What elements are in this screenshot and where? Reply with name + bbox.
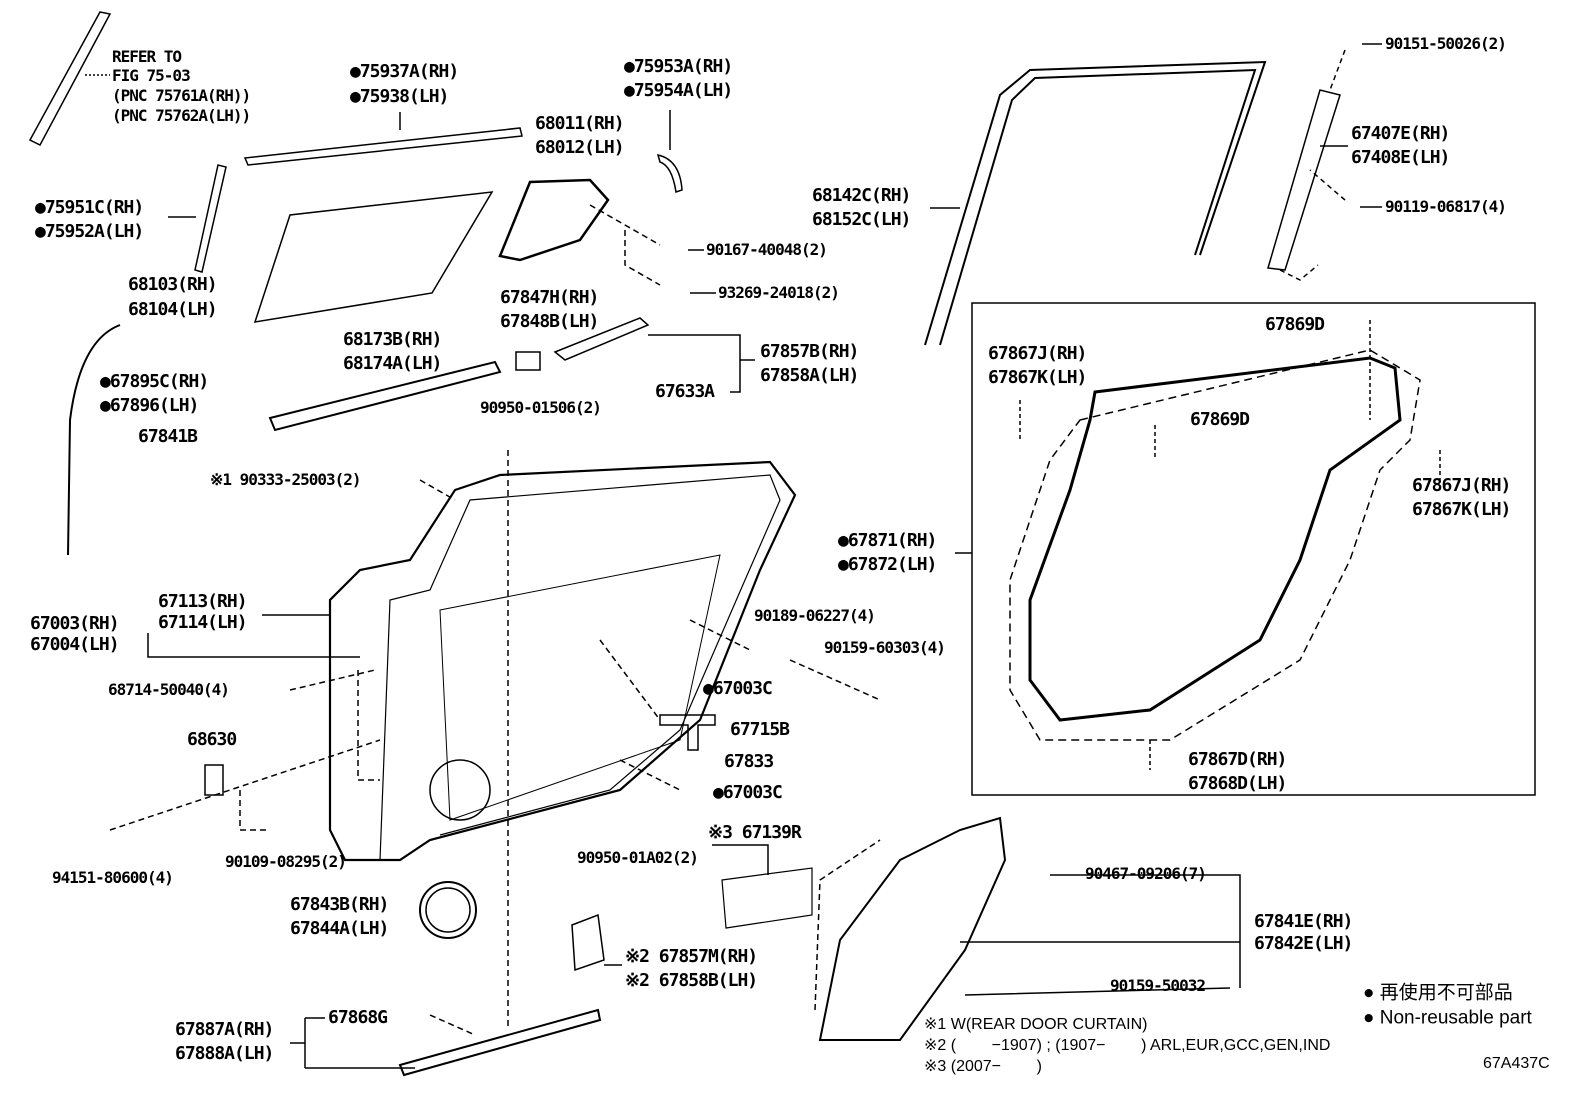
door-service-hole-cover-part	[818, 816, 1007, 1041]
part-label: 67867K(LH)	[988, 367, 1087, 388]
reference-note-line: REFER TO	[112, 47, 182, 66]
service-hole-cover-part	[419, 881, 477, 939]
part-label: 67888A(LH)	[175, 1043, 274, 1064]
pillar-garnish-part	[28, 11, 112, 146]
part-label: 67847H(RH)	[500, 287, 599, 308]
part-label: 68012(LH)	[535, 137, 625, 158]
legend-non-reusable-en: ● Non-reusable part	[1363, 1007, 1532, 1029]
part-label: 67407E(RH)	[1351, 123, 1450, 144]
part-label: ●67003C	[703, 678, 773, 699]
part-label: 67848B(LH)	[500, 311, 599, 332]
part-label: 67843B(RH)	[290, 894, 389, 915]
part-label: ●67871(RH)	[838, 530, 937, 551]
part-label: ●67003C	[713, 782, 783, 803]
run-channel-part	[268, 360, 502, 432]
legend-non-reusable-jp: ● 再使用不可部品	[1363, 982, 1513, 1004]
reference-note-line: (PNC 75762A(LH))	[112, 106, 251, 125]
footnote-3: ※3 (2007− )	[924, 1058, 1042, 1075]
part-label: 90151-50026(2)	[1385, 34, 1507, 53]
part-label: 90950-01A02(2)	[577, 848, 699, 867]
part-label: 90167-40048(2)	[706, 240, 828, 259]
part-label: 68152C(LH)	[812, 209, 911, 230]
part-label: 68173B(RH)	[343, 329, 442, 350]
part-label: ●75951C(RH)	[35, 197, 144, 218]
part-label: 67833	[724, 751, 774, 772]
part-label: 67858A(LH)	[760, 365, 859, 386]
part-label: 67114(LH)	[158, 612, 248, 633]
part-label: 90159-60303(4)	[824, 638, 946, 657]
part-label: 67867J(RH)	[988, 343, 1087, 364]
part-label: ※3 67139R	[708, 822, 802, 843]
frame-garnish-part	[1267, 89, 1341, 271]
part-label: 68142C(RH)	[812, 185, 911, 206]
part-label: 67841E(RH)	[1254, 911, 1353, 932]
door-panel-part	[328, 460, 797, 862]
part-label: 67869D	[1190, 409, 1250, 430]
part-label: 90109-08295(2)	[225, 852, 347, 871]
part-label: 67113(RH)	[158, 591, 248, 612]
weatherstrip-detail-box	[971, 302, 1536, 796]
part-label: 67844A(LH)	[290, 918, 389, 939]
part-label: 90950-01506(2)	[480, 398, 602, 417]
part-label: 68104(LH)	[128, 299, 218, 320]
part-label: 68630	[187, 729, 237, 750]
part-label: 67715B	[730, 719, 790, 740]
part-label: 67857B(RH)	[760, 341, 859, 362]
part-label: 67867D(RH)	[1188, 749, 1287, 770]
part-label: 90119-06817(4)	[1385, 197, 1507, 216]
part-label: 68714-50040(4)	[108, 680, 230, 699]
door-weatherstrip-part	[1028, 356, 1402, 722]
part-label: 68103(RH)	[128, 274, 218, 295]
part-label: ●75937A(RH)	[350, 61, 459, 82]
belt-moulding-part	[243, 127, 523, 166]
rocker-moulding-part	[398, 1008, 602, 1077]
part-label: 90159-50032	[1110, 976, 1206, 995]
part-label: 93269-24018(2)	[718, 283, 840, 302]
part-label: 67408E(LH)	[1351, 147, 1450, 168]
reference-note-line: (PNC 75761A(RH))	[112, 86, 251, 105]
part-label: 90467-09206(7)	[1085, 864, 1207, 883]
part-label: 67867J(RH)	[1412, 475, 1511, 496]
part-label: 67841B	[138, 426, 198, 447]
part-label: 68174A(LH)	[343, 353, 442, 374]
reference-note-line: FIG 75-03	[112, 66, 191, 85]
part-label: 94151-80600(4)	[52, 868, 174, 887]
door-glass-part	[253, 191, 494, 323]
footnote-1: ※1 W(REAR DOOR CURTAIN)	[924, 1016, 1148, 1033]
part-label: ●75953A(RH)	[624, 56, 733, 77]
part-label: ●67872(LH)	[838, 554, 937, 575]
part-label: 67842E(LH)	[1254, 933, 1353, 954]
quarter-window-part	[498, 178, 610, 262]
part-label: 67003(RH)	[30, 613, 120, 634]
part-label: 67868D(LH)	[1188, 773, 1287, 794]
part-label: 67867K(LH)	[1412, 499, 1511, 520]
part-label: 67869D	[1265, 314, 1325, 335]
part-label: ※2 67857M(RH)	[625, 946, 758, 967]
figure-id: 67A437C	[1483, 1055, 1550, 1072]
part-label: ●75952A(LH)	[35, 221, 144, 242]
footnote-2: ※2 ( −1907) ; (1907− ) ARL,EUR,GCC,GEN,I…	[924, 1037, 1331, 1054]
part-label: ※2 67858B(LH)	[625, 970, 758, 991]
part-label: ●67895C(RH)	[100, 371, 209, 392]
part-label: 67004(LH)	[30, 634, 120, 655]
part-label: 67633A	[655, 381, 715, 402]
part-label: 67887A(RH)	[175, 1019, 274, 1040]
part-label: 90189-06227(4)	[754, 606, 876, 625]
door-frame-channel-part	[924, 60, 1267, 346]
part-label: 67868G	[328, 1007, 388, 1028]
part-label: ●67896(LH)	[100, 395, 199, 416]
part-label: ●75938(LH)	[350, 86, 449, 107]
part-label: 68011(RH)	[535, 113, 625, 134]
part-label: ※1 90333-25003(2)	[210, 470, 362, 489]
part-label: ●75954A(LH)	[624, 80, 733, 101]
